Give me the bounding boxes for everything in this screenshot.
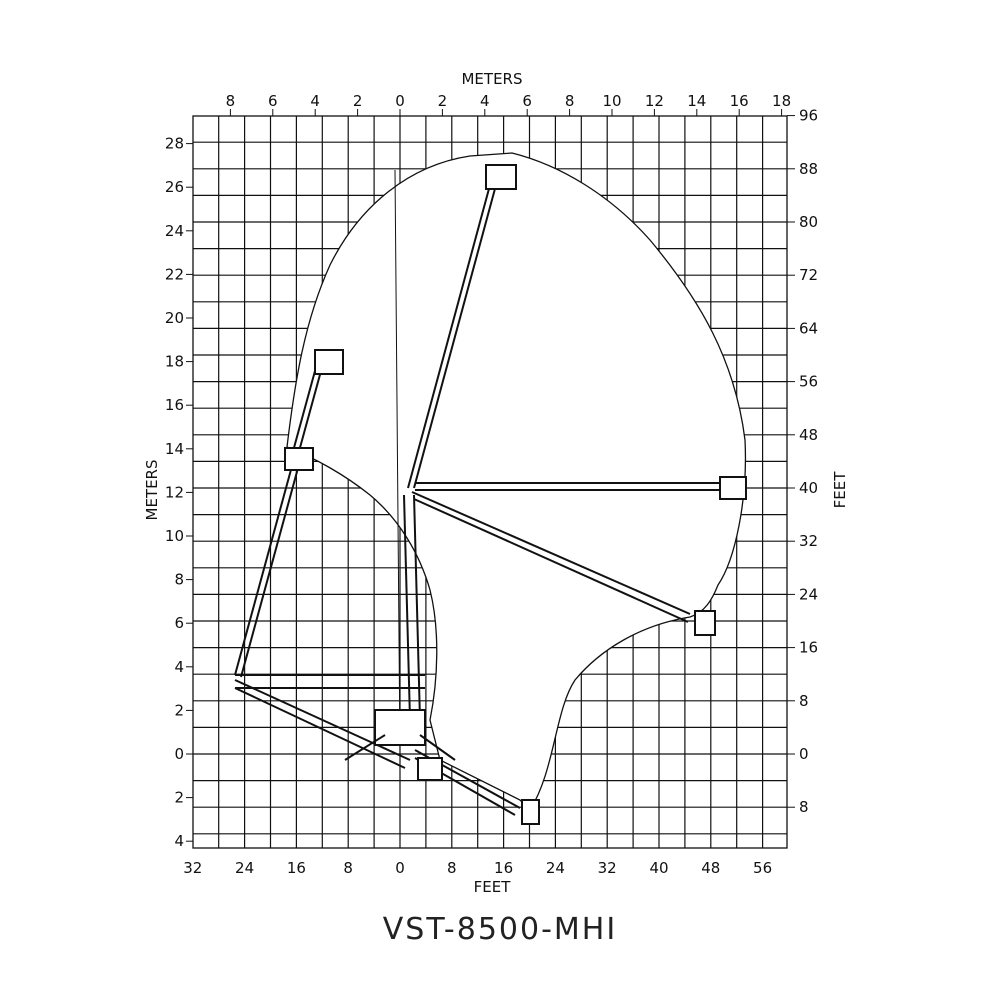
right-tick-label: 48 [799,426,818,444]
right-tick-label: 32 [799,532,818,550]
top-tick-label: 4 [310,92,320,110]
left-tick-label: 14 [165,440,184,458]
bottom-tick-label: 0 [395,859,405,877]
left-tick-label: 24 [165,222,184,240]
bottom-axis-label: FEET [474,878,512,896]
lower-boom [403,494,421,721]
bottom-tick-label: 48 [701,859,720,877]
bottom-tick-label: 16 [287,859,306,877]
right-tick-label: 40 [799,479,818,497]
left-tick-label: 20 [165,309,184,327]
working-envelope [286,152,747,812]
bottom-tick-label: 32 [598,859,617,877]
left-tick-label: 4 [174,658,184,676]
bottom-tick-label: 32 [183,859,202,877]
boom-down-angle [411,491,716,636]
right-tick-label: 56 [799,373,818,391]
right-tick-label: 0 [799,745,809,763]
top-tick-label: 6 [268,92,278,110]
top-tick-label: 10 [602,92,621,110]
left-tick-label: 26 [165,178,184,196]
left-tick-label: 12 [165,483,184,501]
bottom-tick-label: 24 [546,859,565,877]
left-tick-label: 0 [174,745,184,763]
right-tick-label: 80 [799,213,818,231]
left-tick-label: 4 [174,832,184,850]
right-tick-label: 88 [799,160,818,178]
bottom-tick-label: 8 [447,859,457,877]
left-tick-label: 2 [174,789,184,807]
right-tick-label: 8 [799,692,809,710]
top-tick-label: 18 [772,92,791,110]
right-tick-label: 96 [799,107,818,125]
top-tick-label: 8 [565,92,575,110]
left-tick-label: 2 [174,701,184,719]
left-tick-label: 8 [174,571,184,589]
top-tick-label: 14 [687,92,706,110]
top-tick-label: 8 [226,92,236,110]
bottom-tick-label: 40 [649,859,668,877]
right-axis-label: FEET [831,471,849,509]
top-tick-label: 0 [395,92,405,110]
right-tick-label: 16 [799,639,818,657]
boom-folded-left [234,349,425,769]
right-tick-label: 64 [799,319,818,337]
top-axis-label: METERS [461,70,522,88]
top-tick-label: 2 [438,92,448,110]
boom-vertical [407,164,517,489]
left-tick-label: 16 [165,396,184,414]
left-tick-label: 10 [165,527,184,545]
right-tick-label: 24 [799,585,818,603]
model-title: VST-8500-MHI [382,912,618,947]
grid-frame [192,115,788,849]
top-tick-label: 16 [730,92,749,110]
left-tick-label: 18 [165,353,184,371]
zero-axis [394,169,401,755]
top-tick-label: 12 [645,92,664,110]
bottom-tick-label: 8 [343,859,353,877]
left-tick-label: 22 [165,265,184,283]
right-tick-label: 8 [799,798,809,816]
top-tick-label: 4 [480,92,490,110]
chassis [344,709,540,825]
top-tick-label: 6 [522,92,532,110]
left-axis-label: METERS [143,459,161,520]
bottom-tick-label: 16 [494,859,513,877]
top-tick-label: 2 [353,92,363,110]
aerial-lift-drawing [234,164,747,825]
boom-horizontal [415,476,747,500]
left-tick-label: 6 [174,614,184,632]
bottom-tick-label: 24 [235,859,254,877]
bottom-tick-label: 56 [753,859,772,877]
left-tick-label: 28 [165,135,184,153]
right-tick-label: 72 [799,266,818,284]
